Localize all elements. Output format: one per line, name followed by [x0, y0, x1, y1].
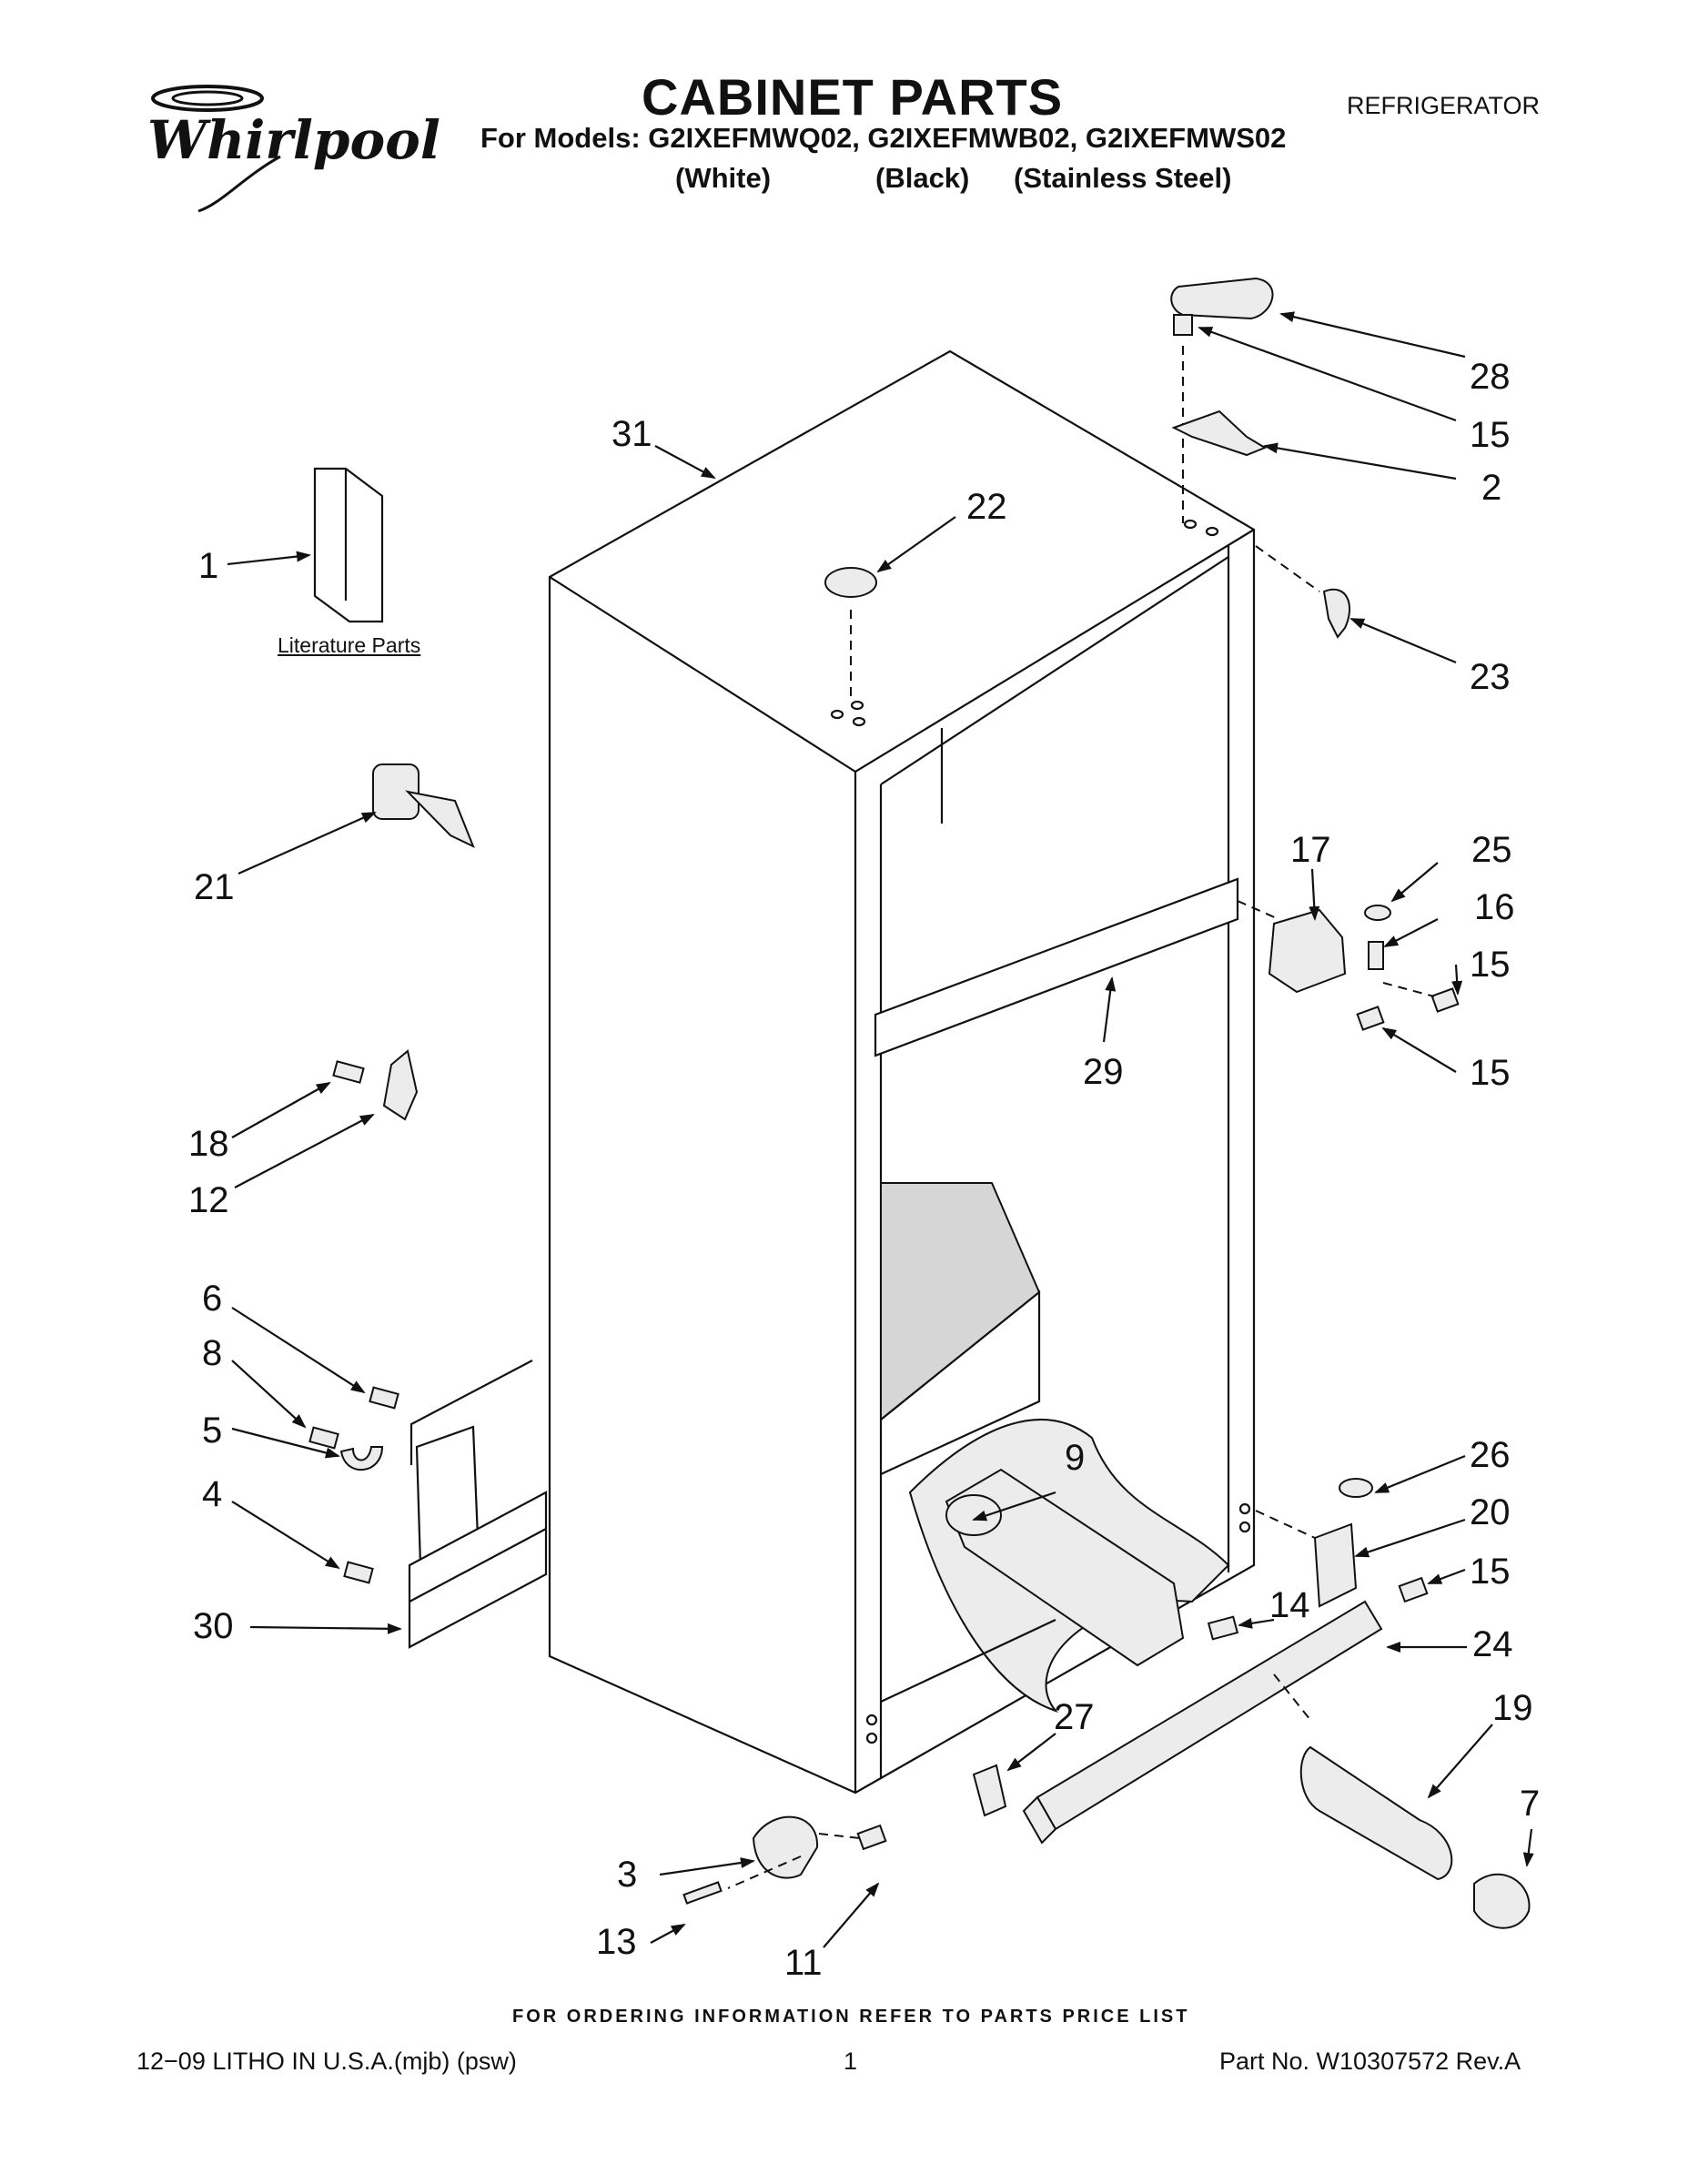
part-number: Part No. W10307572 Rev.A — [1219, 2048, 1521, 2075]
callout-16: 16 — [1474, 887, 1515, 927]
callout-13: 13 — [596, 1922, 637, 1962]
brand-logo: Whirlpool — [135, 76, 440, 213]
callout-21: 21 — [194, 867, 235, 907]
callout-29: 29 — [1083, 1052, 1124, 1092]
leader-4 — [231, 1501, 340, 1570]
callout-17: 17 — [1290, 830, 1331, 870]
leader-15-mid2 — [1381, 1026, 1457, 1073]
callout-12: 12 — [188, 1180, 229, 1220]
callout-20: 20 — [1470, 1492, 1511, 1532]
callout-26: 26 — [1470, 1435, 1511, 1475]
leader-15-mid — [1451, 964, 1463, 996]
callout-6: 6 — [202, 1279, 223, 1319]
callout-23: 23 — [1470, 657, 1511, 697]
callout-3: 3 — [617, 1855, 638, 1895]
callout-24: 24 — [1472, 1624, 1513, 1664]
leader-14 — [1238, 1617, 1275, 1629]
literature-booklet — [313, 467, 384, 623]
callout-30: 30 — [193, 1606, 234, 1646]
callout-15-mid: 15 — [1470, 945, 1511, 985]
callout-2: 2 — [1481, 468, 1502, 508]
callout-14: 14 — [1269, 1585, 1310, 1625]
models-line: For Models: G2IXEFMWQ02, G2IXEFMWB02, G2… — [480, 122, 1287, 154]
leader-22 — [876, 516, 956, 573]
leader-18 — [231, 1082, 331, 1138]
brand-name: Whirlpool — [147, 109, 440, 171]
leader-6 — [231, 1307, 366, 1394]
leader-15-low — [1427, 1568, 1466, 1585]
callout-11: 11 — [784, 1943, 823, 1983]
hinge-cover — [1170, 277, 1274, 320]
ordering-note: FOR ORDERING INFORMATION REFER TO PARTS … — [512, 2007, 1190, 2027]
leader-1 — [227, 551, 311, 566]
callout-9: 9 — [1065, 1438, 1086, 1478]
leader-12 — [234, 1114, 375, 1188]
callout-15-mid2: 15 — [1470, 1053, 1511, 1093]
leader-5 — [231, 1427, 340, 1459]
leader-15-top — [1198, 326, 1457, 422]
callout-19: 19 — [1492, 1688, 1533, 1728]
leader-8 — [231, 1360, 307, 1429]
page-number: 1 — [844, 2048, 858, 2075]
leader-30 — [249, 1623, 402, 1634]
leader-25 — [1390, 862, 1439, 903]
leader-19 — [1427, 1724, 1493, 1799]
page-title: CABINET PARTS — [642, 68, 1064, 126]
litho-info: 12−09 LITHO IN U.S.A.(mjb) (psw) — [136, 2048, 517, 2075]
callout-31: 31 — [612, 414, 652, 454]
callout-8: 8 — [202, 1333, 223, 1373]
leader-26 — [1374, 1454, 1466, 1494]
leader-11 — [823, 1882, 880, 1948]
leader-17 — [1309, 868, 1320, 921]
variant-stainless: (Stainless Steel) — [1014, 162, 1232, 194]
variant-black: (Black) — [875, 162, 970, 194]
callout-25: 25 — [1471, 830, 1512, 870]
leader-28 — [1279, 311, 1466, 359]
whirlpool-swirl-icon — [151, 85, 281, 213]
literature-parts-label: Literature Parts — [278, 633, 421, 657]
callout-27: 27 — [1054, 1697, 1095, 1737]
leader-31 — [654, 445, 716, 479]
leader-2 — [1263, 442, 1457, 480]
callout-5: 5 — [202, 1410, 223, 1451]
leader-3 — [659, 1857, 755, 1876]
callout-15-top: 15 — [1470, 415, 1511, 455]
callout-28: 28 — [1470, 357, 1511, 397]
callout-22: 22 — [966, 487, 1007, 527]
callout-15-low: 15 — [1470, 1552, 1511, 1592]
leader-16 — [1383, 918, 1439, 947]
callout-4: 4 — [202, 1474, 223, 1514]
leader-7 — [1522, 1828, 1534, 1867]
leader-20 — [1354, 1518, 1466, 1558]
leader-9 — [972, 1491, 1056, 1522]
leader-21 — [238, 811, 377, 875]
leader-27 — [1006, 1733, 1056, 1772]
variant-white: (White) — [675, 162, 772, 194]
appliance-category: REFRIGERATOR — [1347, 92, 1541, 119]
callout-18: 18 — [188, 1124, 229, 1164]
leader-29 — [1102, 976, 1117, 1043]
leader-23 — [1349, 617, 1457, 664]
callout-1: 1 — [198, 546, 219, 586]
leader-13 — [650, 1924, 686, 1944]
callout-7: 7 — [1520, 1784, 1541, 1824]
